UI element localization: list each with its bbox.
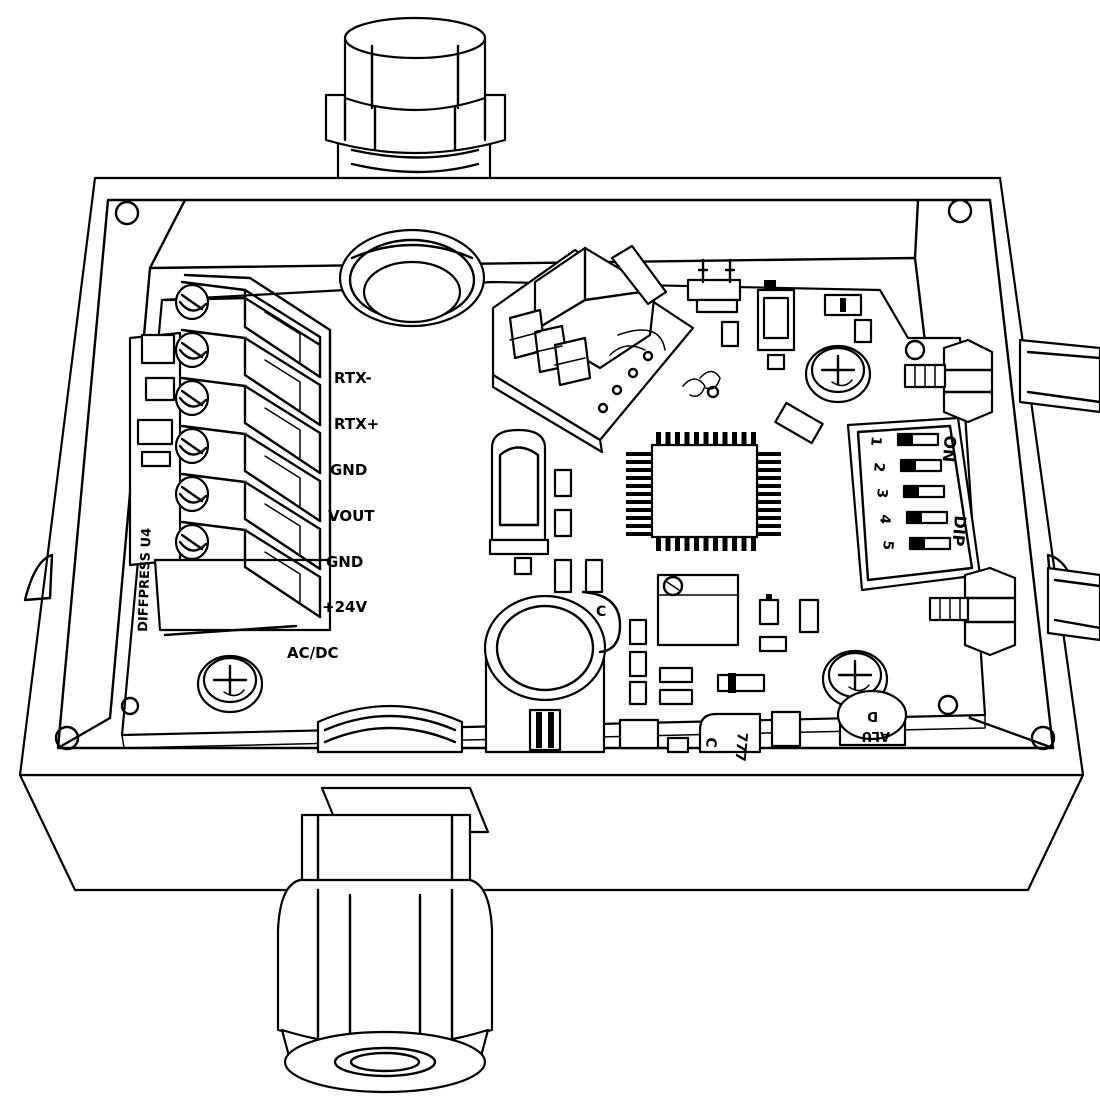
mcu-pin xyxy=(757,516,781,520)
tantalum-code: 777 xyxy=(731,732,749,763)
mcu-pin xyxy=(626,532,652,536)
mcu-pin xyxy=(626,460,652,464)
mcu-pin xyxy=(626,524,652,528)
mcu-pin xyxy=(675,432,680,446)
mcu-pin xyxy=(757,532,781,536)
mcu-pin xyxy=(722,537,728,551)
terminal-cell xyxy=(174,520,322,619)
terminal-label-gnd-2: GND xyxy=(326,553,363,571)
mcu-pin xyxy=(741,432,747,446)
terminal-cell xyxy=(174,424,322,523)
mcu-pin xyxy=(757,492,781,496)
dip-switch-position[interactable]: 3 xyxy=(873,484,946,499)
trimmer-potentiometer xyxy=(656,573,740,647)
model-label: DIFFPRESS U4 xyxy=(136,528,155,633)
terminal-cell xyxy=(174,280,322,379)
dip-label: DIP xyxy=(948,515,970,548)
dip-switch-position[interactable]: 4 xyxy=(876,510,949,525)
terminal-cell xyxy=(174,472,322,571)
terminal-block: DIFFPRESS U4 xyxy=(128,273,332,637)
mcu-pin xyxy=(656,432,661,446)
terminal-cell xyxy=(174,376,322,475)
mcu-pin xyxy=(713,537,718,551)
dip-position-number: 1 xyxy=(867,436,884,447)
mcu-pin xyxy=(741,537,747,551)
dip-position-number: 3 xyxy=(873,488,890,499)
smd-parts-top xyxy=(682,293,873,445)
mcu-pin xyxy=(713,432,718,446)
gland-thread-top xyxy=(338,228,486,328)
mcu-pin xyxy=(694,432,699,446)
mcu-pin xyxy=(757,524,781,528)
mcu-pin xyxy=(757,452,781,456)
mcu-pin xyxy=(757,508,781,512)
mcu-pin xyxy=(757,468,781,472)
pressure-sensor-module xyxy=(491,244,695,454)
dip-switch-position[interactable]: 5 xyxy=(879,536,952,551)
push-button xyxy=(756,280,796,352)
small-cap-mark: C xyxy=(596,604,606,620)
electrolytic-text: ALU xyxy=(862,728,890,743)
mcu-pin xyxy=(694,537,699,551)
mcu-pin xyxy=(703,432,709,446)
mcu-pin xyxy=(626,508,652,512)
mcu-pin xyxy=(665,537,671,551)
mcu-pin xyxy=(626,500,652,504)
screw-head xyxy=(196,654,264,714)
mcu-pin xyxy=(626,476,652,480)
cable-gland-bottom xyxy=(276,786,494,1094)
mcu-pin xyxy=(757,476,781,480)
mcu-pin xyxy=(751,432,756,446)
mcu-pin xyxy=(626,468,652,472)
cable-gland-right-upper xyxy=(903,338,1100,424)
cable-gland-top xyxy=(324,16,507,189)
terminal-label-gnd-1: GND xyxy=(330,461,367,479)
mcu-pin xyxy=(656,537,661,551)
mcu-pin xyxy=(626,492,652,496)
mcu-pin xyxy=(626,484,652,488)
electrolytic-capacitor-large: C xyxy=(483,590,622,754)
tantalum-mark: C xyxy=(702,737,719,749)
mcu-pin xyxy=(665,432,671,446)
dip-position-number: 5 xyxy=(879,540,896,551)
terminal-label-rtx-minus: RTX- xyxy=(334,369,372,387)
mcu-pin xyxy=(751,537,756,551)
screw-head xyxy=(804,344,872,404)
crystal-oscillator xyxy=(488,428,550,556)
dip-switch-position[interactable]: 2 xyxy=(870,458,943,473)
tantalum-capacitor: C 777 xyxy=(698,712,762,763)
electrolytic-capacitor-small: D ALU xyxy=(836,689,908,747)
microcontroller-chip xyxy=(626,432,781,551)
cable-gland-right-lower xyxy=(928,566,1100,657)
pin-header xyxy=(686,258,742,314)
terminal-label-rtx-plus: RTX+ xyxy=(334,415,379,433)
dip-on-label: ON xyxy=(939,435,960,464)
dip-switch: 1 2 3 4 5 ON DIP xyxy=(846,416,982,592)
mcu-pin xyxy=(757,500,781,504)
terminal-label-vout: VOUT xyxy=(328,507,375,525)
dip-position-number: 2 xyxy=(870,462,887,473)
supply-label: AC/DC xyxy=(287,644,339,662)
mcu-pin xyxy=(757,484,781,488)
terminal-labels: RTX- RTX+ GND VOUT GND +24V AC/DC xyxy=(287,369,379,662)
mcu-pin xyxy=(626,452,652,456)
smd-parts-lower xyxy=(618,594,820,754)
dip-position-number: 4 xyxy=(876,514,893,525)
mcu-pin xyxy=(757,460,781,464)
gland-thread-bottom xyxy=(316,704,464,754)
smd-parts-middle xyxy=(513,468,604,594)
dip-switch-position[interactable]: 1 xyxy=(867,432,940,447)
mcu-pin xyxy=(732,432,737,446)
mcu-pin xyxy=(626,516,652,520)
mcu-pin xyxy=(732,537,737,551)
mcu-pin xyxy=(684,537,690,551)
terminal-cell xyxy=(174,328,322,427)
electrolytic-mark: D xyxy=(867,708,878,723)
mcu-pin xyxy=(675,537,680,551)
mcu-pin xyxy=(684,432,690,446)
mcu-pin xyxy=(722,432,728,446)
mcu-pin xyxy=(703,537,709,551)
terminal-label-plus-24v: +24V xyxy=(322,598,367,616)
